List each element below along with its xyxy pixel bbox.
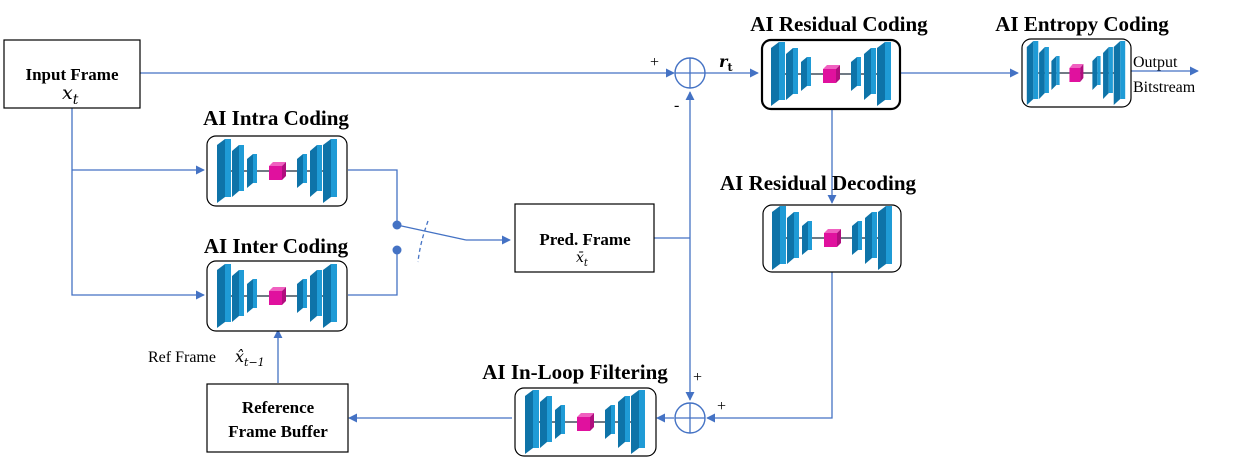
adder-bottom-plus-right: + <box>717 398 726 415</box>
input-frame-symbol: xt <box>62 82 79 108</box>
adder-top-plus: + <box>650 54 659 71</box>
adder-top-minus: - <box>674 97 679 114</box>
connections <box>71 66 1199 423</box>
switch-arm <box>396 224 467 241</box>
reference-buffer-line2: Frame Buffer <box>228 422 328 441</box>
intra-title: AI Intra Coding <box>203 106 349 130</box>
wire-decoding-to-adder2 <box>706 272 833 423</box>
reference-buffer-box: Reference Frame Buffer <box>206 383 349 453</box>
input-frame-box: Input Frame xt <box>3 39 141 109</box>
pred-frame-symbol: x̄t <box>576 250 589 269</box>
intra-block <box>206 135 348 207</box>
wire-inter-to-switch <box>348 250 398 296</box>
switch-contact-inter <box>392 245 402 255</box>
entropy-coding-title: AI Entropy Coding <box>995 12 1169 36</box>
ref-frame-label: Ref Frame <box>148 349 216 366</box>
adder-bottom <box>674 402 706 434</box>
reference-buffer-line1: Reference <box>242 398 315 417</box>
residual-decoding-title: AI Residual Decoding <box>720 171 917 195</box>
ref-frame-symbol: x̂t−1 <box>235 347 265 369</box>
inter-title: AI Inter Coding <box>204 234 349 258</box>
pred-frame-label: Pred. Frame <box>539 230 631 249</box>
output-label-line2: Bitstream <box>1133 79 1196 96</box>
residual-symbol: rt <box>719 52 733 74</box>
switch-contact-intra <box>392 220 402 230</box>
residual-decoding-block <box>762 204 902 273</box>
entropy-coding-block <box>1021 38 1132 108</box>
output-label-line1: Output <box>1133 54 1178 71</box>
inter-block <box>206 260 348 332</box>
residual-coding-title: AI Residual Coding <box>750 12 928 36</box>
wire-intra-to-switch <box>348 169 398 225</box>
pred-frame-box: Pred. Frame x̄t <box>514 203 655 273</box>
adder-bottom-plus-top: + <box>693 369 702 386</box>
adder-top <box>674 57 706 89</box>
inloop-title: AI In-Loop Filtering <box>482 360 668 384</box>
input-frame-label: Input Frame <box>25 65 118 84</box>
residual-coding-block <box>760 38 902 111</box>
wire-input-down <box>71 108 205 300</box>
inloop-block <box>514 387 657 457</box>
switch-arc <box>417 220 429 263</box>
